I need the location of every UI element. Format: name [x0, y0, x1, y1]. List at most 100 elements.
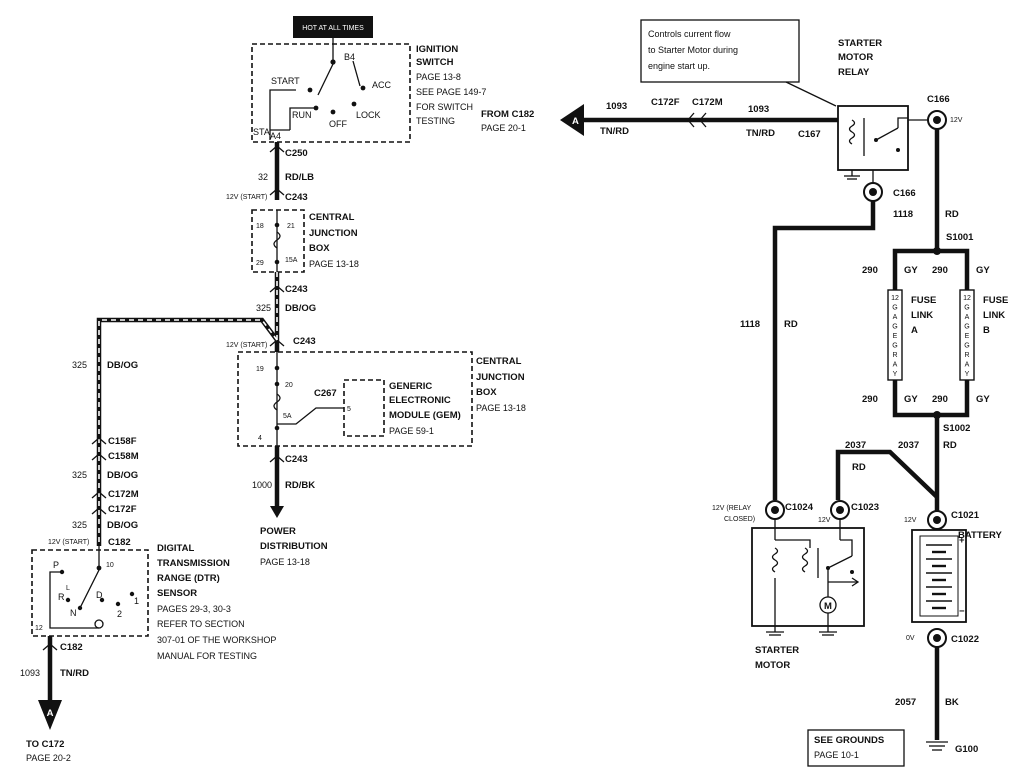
- battery-title: BATTERY: [958, 530, 1002, 541]
- a4-label: A4: [270, 131, 281, 141]
- cjb-main-4: 4: [258, 435, 262, 442]
- cjb-top-29: 29: [256, 260, 264, 267]
- ignition-title-2: SWITCH: [416, 57, 454, 68]
- fuse-b-title-3: B: [983, 325, 990, 336]
- battery-12v: 12V: [904, 517, 917, 524]
- grounds-title: SEE GROUNDS: [814, 735, 884, 746]
- dtr-refer: REFER TO SECTION: [157, 619, 245, 629]
- rw-rd-c: RD: [852, 462, 866, 473]
- gem-title-1: GENERIC: [389, 381, 432, 392]
- dtr-title-1: DIGITAL: [157, 543, 194, 554]
- gem-page: PAGE 59-1: [389, 426, 434, 436]
- fuse-link-a-gauge-char: G: [892, 305, 897, 312]
- rw-gya: GY: [904, 265, 918, 276]
- bl-to: TO C172: [26, 739, 64, 750]
- cjb-top-15a: 15A: [285, 257, 298, 264]
- rw-1118a: 1118: [893, 209, 913, 220]
- left-c172f: C172F: [108, 504, 137, 515]
- ign-color: RD/LB: [285, 172, 314, 183]
- grounds-g100: G100: [955, 744, 978, 755]
- callout-line-2: to Starter Motor during: [648, 45, 738, 55]
- rw-rd-d: RD: [943, 440, 957, 451]
- bl-marker: A: [47, 708, 54, 719]
- left-color-2: DB/OG: [107, 470, 138, 481]
- fuse-link-b-gauge-char: Y: [965, 371, 970, 378]
- pd-circuit: 1000: [252, 480, 272, 490]
- ignition-wire: C250 32 RD/LB 12V (START) C243: [226, 142, 314, 203]
- relay-title-2: MOTOR: [838, 52, 873, 63]
- bl-color: TN/RD: [60, 668, 89, 679]
- callout-line-3: engine start up.: [648, 61, 710, 71]
- dtr-P: P: [53, 560, 59, 570]
- ignition-page: PAGE 13-8: [416, 72, 461, 82]
- ignition-see: SEE PAGE 149-7: [416, 87, 486, 97]
- dtr-R: R: [58, 592, 65, 602]
- fuse-link-a-gauge-char: 12: [891, 295, 899, 302]
- gem-title-3: MODULE (GEM): [389, 410, 461, 421]
- relay-c166b: C166: [893, 188, 916, 199]
- fuse-a-title-3: A: [911, 325, 918, 336]
- cjb-main-19: 19: [256, 366, 264, 373]
- rw-gyb: GY: [976, 265, 990, 276]
- gem-title-2: ELECTRONIC: [389, 395, 451, 406]
- pd-title-1: POWER: [260, 526, 296, 537]
- callout-line-1: Controls current flow: [648, 29, 731, 39]
- fuse-link-a-gauge-char: Y: [893, 371, 898, 378]
- central-junction-box-top: 18 21 29 15A CENTRAL JUNCTION BOX PAGE 1…: [251, 209, 359, 273]
- sta-label: STA: [253, 127, 270, 137]
- fc-c172m: C172M: [692, 97, 723, 108]
- starter-relay-closed-2: CLOSED): [724, 516, 755, 523]
- rw-rd-a: RD: [945, 209, 959, 220]
- pd-color: RD/BK: [285, 480, 315, 491]
- fuse-a-title-1: FUSE: [911, 295, 936, 306]
- left-c182: C182: [108, 537, 131, 548]
- rw-290b: 290: [932, 265, 948, 276]
- off-label: OFF: [329, 119, 347, 129]
- mid-color: DB/OG: [285, 303, 316, 314]
- rw-2037a: 2037: [845, 440, 866, 451]
- rw-290c: 290: [862, 394, 878, 405]
- central-junction-box-main: 19 20 5A 4 C267 5 GENERIC ELECTRONIC MOD…: [237, 351, 526, 447]
- from-c182-wire: A FROM C182 PAGE 20-1 1093 TN/RD C172F C…: [481, 97, 838, 140]
- fuse-link-a-gauge-char: G: [892, 343, 897, 350]
- fuse-link-b-gauge-char: A: [965, 314, 970, 321]
- dtr-N: N: [70, 608, 77, 618]
- starter-c1024: C1024: [785, 502, 814, 513]
- fc-page: PAGE 20-1: [481, 123, 526, 133]
- fuse-link-b-gauge-char: 12: [963, 295, 971, 302]
- right-wires: 1118 RD S1001 290 GY 290 GY 1118 RD 290 …: [740, 129, 990, 512]
- dtr-p10: 10: [106, 562, 114, 569]
- cjb-top-page: PAGE 13-18: [309, 259, 359, 269]
- mid-c243a: C243: [285, 284, 308, 295]
- battery-plus: +: [959, 535, 965, 546]
- starter-title-2: MOTOR: [755, 660, 790, 671]
- battery: + − 12V C1021 BATTERY 0V C1022 2057 BK: [895, 510, 1002, 751]
- ignition-for-switch: FOR SWITCH: [416, 102, 473, 112]
- fuse-link-b-gauge-char: R: [964, 352, 969, 359]
- cjb-main-page: PAGE 13-18: [476, 403, 526, 413]
- dtr-D: D: [96, 590, 103, 600]
- starter-c1023: C1023: [851, 502, 879, 513]
- bl-circuit: 1093: [20, 668, 40, 678]
- pd-c243: C243: [285, 454, 308, 465]
- rw-290d: 290: [932, 394, 948, 405]
- left-color-1: DB/OG: [107, 360, 138, 371]
- pd-page: PAGE 13-18: [260, 557, 310, 567]
- dtr-workshop: 307-01 OF THE WORKSHOP: [157, 635, 276, 645]
- hot-at-all-times-label: HOT AT ALL TIMES: [302, 25, 364, 32]
- acc-label: ACC: [372, 80, 392, 90]
- left-circuit-1: 325: [72, 360, 87, 370]
- cjb-main-c267: C267: [314, 388, 337, 399]
- mid-c243b: C243: [293, 336, 316, 347]
- ign-circuit: 32: [258, 172, 268, 182]
- fc-title: FROM C182: [481, 109, 534, 120]
- left-c158m: C158M: [108, 451, 139, 462]
- fc-circuit-1: 1093: [606, 101, 627, 112]
- cjb-main-20: 20: [285, 382, 293, 389]
- dtr-title-3: RANGE (DTR): [157, 573, 220, 584]
- fuse-link-a-gauge-char: E: [893, 333, 898, 340]
- start-label: START: [271, 76, 300, 86]
- grounds-page: PAGE 10-1: [814, 750, 859, 760]
- fuse-link-a-gauge-char: G: [892, 324, 897, 331]
